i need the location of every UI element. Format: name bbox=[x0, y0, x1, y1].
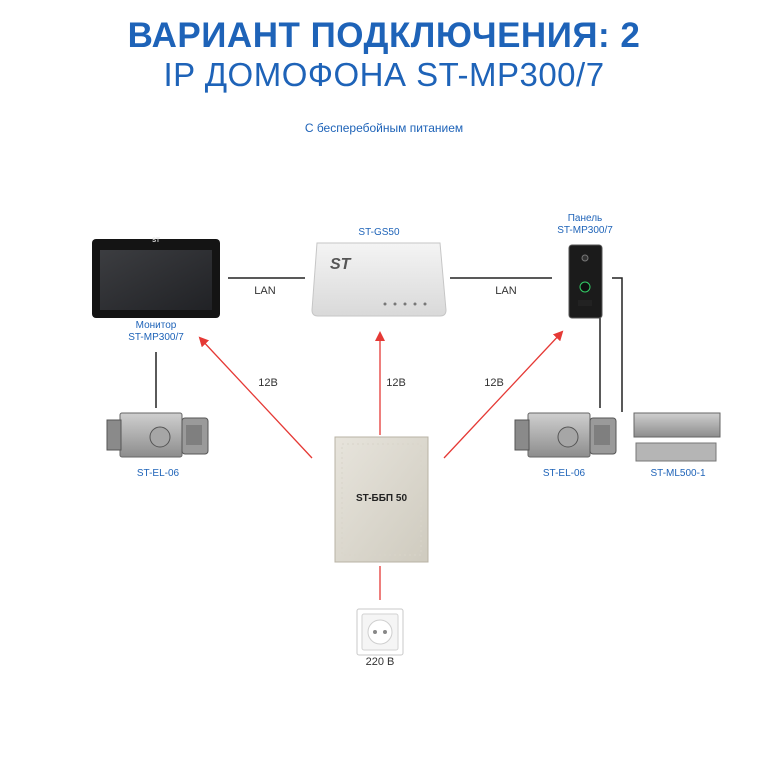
switch-label: ST-GS50 bbox=[358, 227, 400, 238]
maglock-device bbox=[633, 412, 721, 462]
power-right-label: 12В bbox=[484, 377, 504, 389]
lock-left-label: ST-EL-06 bbox=[136, 468, 180, 479]
monitor-label-name: Монитор bbox=[135, 320, 177, 331]
monitor-logo: ST bbox=[152, 238, 160, 244]
maglock-label: ST-ML500-1 bbox=[650, 468, 706, 479]
psu-device bbox=[334, 436, 429, 563]
socket-label: 220 В bbox=[365, 656, 395, 668]
diagram-title: ВАРИАНТ ПОДКЛЮЧЕНИЯ: 2 bbox=[127, 16, 641, 55]
switch-device bbox=[311, 242, 447, 317]
socket-device bbox=[356, 608, 404, 656]
panel-device bbox=[568, 244, 603, 319]
lock-left-device bbox=[106, 412, 209, 458]
wire-panel-maglock bbox=[612, 277, 623, 412]
monitor-device bbox=[92, 239, 220, 318]
lock-right-device bbox=[514, 412, 617, 458]
lock-right-label: ST-EL-06 bbox=[542, 468, 586, 479]
power-center-label: 12В bbox=[386, 377, 406, 389]
psu-label: ST-ББП 50 bbox=[355, 493, 408, 504]
panel-label-model: ST-MP300/7 bbox=[557, 225, 613, 236]
panel-label-name: Панель bbox=[567, 213, 603, 224]
lan-left-label: LAN bbox=[254, 285, 276, 297]
lan-right-label: LAN bbox=[495, 285, 517, 297]
power-arrow-monitor bbox=[198, 336, 313, 459]
power-arrow-panel bbox=[443, 330, 564, 459]
diagram-subtitle-model: IP ДОМОФОНА ST-MP300/7 bbox=[163, 56, 605, 93]
power-left-label: 12В bbox=[258, 377, 278, 389]
monitor-label-model: ST-MP300/7 bbox=[128, 332, 184, 343]
switch-logo: ST bbox=[330, 256, 351, 273]
diagram-subtitle: С бесперебойным питанием bbox=[304, 121, 464, 135]
